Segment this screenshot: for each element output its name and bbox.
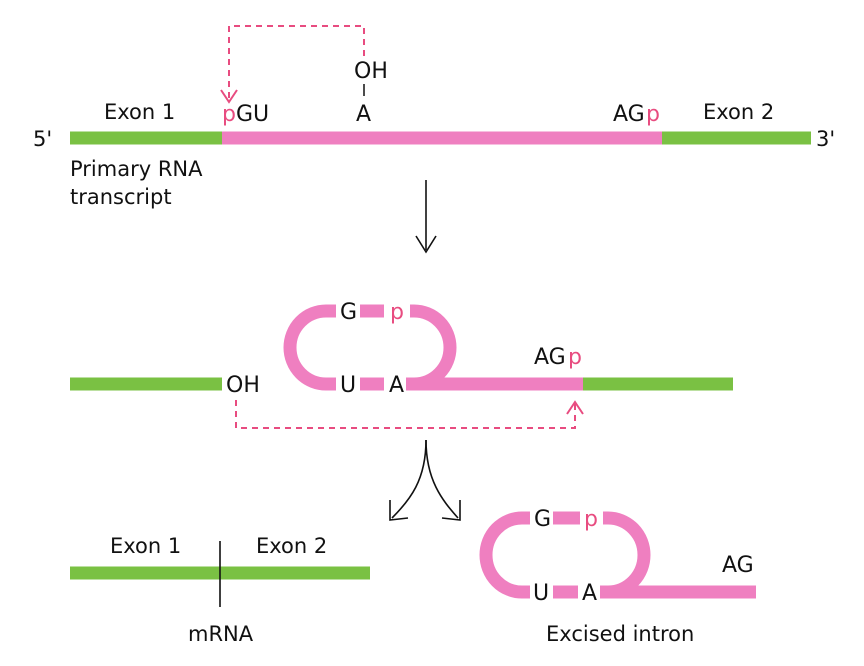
lariat-loop-left [283, 304, 336, 391]
step-arrow-down [415, 180, 437, 254]
donor-gu: GU [236, 102, 269, 127]
ligation-arrowhead [566, 400, 584, 415]
excised-u: U [533, 581, 549, 606]
acceptor-ag: AG [613, 102, 645, 127]
excised-g: G [534, 507, 551, 532]
exon1-oh: OH [226, 373, 260, 398]
mrna-caption: mRNA [188, 622, 254, 646]
excised-loop-left [479, 511, 530, 599]
primary-transcript: 5' 3' Exon 1 Exon 2 p GU OH A AG p Prima… [33, 25, 835, 209]
lariat-p: p [390, 300, 404, 325]
exon2-label: Exon 2 [703, 100, 774, 124]
attack-arrowhead [220, 89, 238, 104]
excised-ag: AG [722, 553, 754, 578]
lariat-g: G [340, 300, 357, 325]
ligation-attack-arrow [235, 400, 576, 429]
mrna-product: Exon 1 Exon 2 mRNA [70, 534, 370, 646]
donor-phosphate: p [222, 102, 236, 127]
acceptor-phosphate: p [646, 102, 660, 127]
transcript-caption-line2: transcript [70, 185, 172, 209]
lariat-u: U [340, 373, 356, 398]
excised-caption: Excised intron [546, 622, 694, 646]
mrna-exon2-label: Exon 2 [256, 534, 327, 558]
excised-p: p [584, 507, 598, 532]
lariat-loop-right [410, 304, 457, 391]
branch-oh: OH [354, 59, 388, 84]
transcript-caption-line1: Primary RNA [70, 157, 203, 181]
middle-phosphate: p [568, 345, 582, 370]
mrna-exon1-label: Exon 1 [110, 534, 181, 558]
lariat-intermediate: OH G p U A AG p [70, 300, 733, 429]
excised-intron: G p U A AG Excised intron [479, 507, 756, 646]
middle-ag: AG [534, 345, 566, 370]
step-arrow-split [389, 439, 461, 521]
nucleophilic-attack-arrow [228, 25, 365, 100]
lariat-a: A [389, 373, 404, 398]
excised-a: A [582, 581, 597, 606]
excised-loop-right [603, 511, 651, 599]
five-prime-label: 5' [33, 127, 52, 151]
three-prime-label: 3' [816, 127, 835, 151]
exon1-label: Exon 1 [104, 100, 175, 124]
branch-a: A [356, 102, 371, 127]
